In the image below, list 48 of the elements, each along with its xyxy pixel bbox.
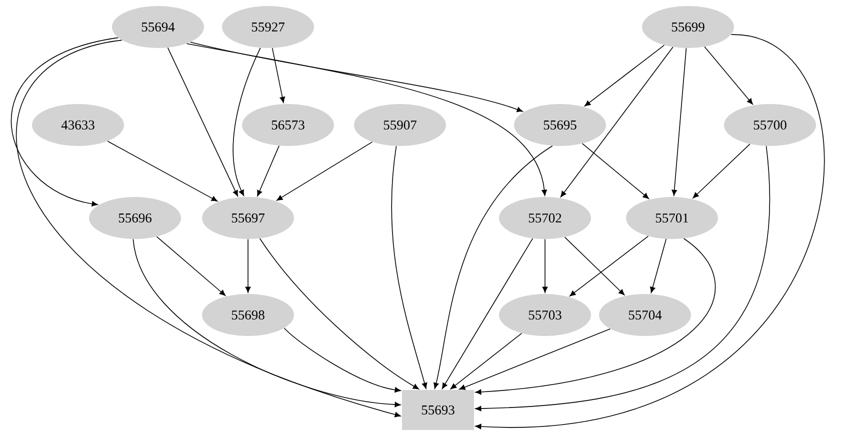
process-box: 55693: [402, 390, 474, 430]
arrow: [692, 144, 750, 198]
ellipse-node: 55701: [626, 197, 718, 239]
arrow: [272, 48, 285, 103]
arrow: [475, 146, 770, 412]
ellipse-node: 55697: [202, 197, 294, 239]
arrow: [672, 48, 687, 196]
ellipse-node: 55703: [499, 294, 591, 336]
arrow: [186, 43, 547, 196]
arrow: [284, 328, 401, 392]
ellipse-node: 55700: [724, 104, 816, 146]
arrow: [650, 238, 667, 293]
ellipse-node: 55695: [514, 104, 606, 146]
ellipse-node: 55698: [202, 294, 294, 336]
arrow: [17, 40, 401, 418]
ellipse-node: 55702: [499, 197, 591, 239]
arrow: [459, 328, 611, 390]
arrow: [570, 236, 649, 296]
ellipse-node: 55704: [599, 294, 691, 336]
arrow: [582, 143, 649, 199]
arrow: [232, 48, 261, 196]
arrow: [257, 145, 280, 196]
arrow: [542, 238, 548, 293]
arrow: [10, 37, 119, 206]
ellipse-node: 55694: [112, 6, 204, 48]
arrow: [245, 238, 251, 293]
ellipse-node: 55696: [89, 197, 181, 239]
arrow: [475, 238, 716, 395]
ellipse-node: 56573: [242, 104, 334, 146]
arrow: [704, 46, 753, 104]
arrow: [450, 332, 522, 390]
ellipse-node: 43633: [32, 104, 124, 146]
arrow: [584, 44, 665, 106]
ellipse-node: 55927: [222, 6, 314, 48]
arrow: [156, 236, 226, 296]
arrow: [167, 47, 238, 196]
ellipse-node: 55907: [354, 104, 446, 146]
arrow: [564, 236, 625, 296]
arrow: [391, 146, 428, 389]
arrow: [132, 238, 401, 408]
arrow: [190, 42, 523, 112]
arrow: [560, 46, 674, 198]
ellipse-node: 55699: [642, 6, 734, 48]
arrow: [276, 142, 373, 201]
arrow: [259, 238, 419, 390]
arrow: [107, 140, 218, 202]
arrow: [442, 238, 534, 389]
arrow: [434, 146, 553, 389]
